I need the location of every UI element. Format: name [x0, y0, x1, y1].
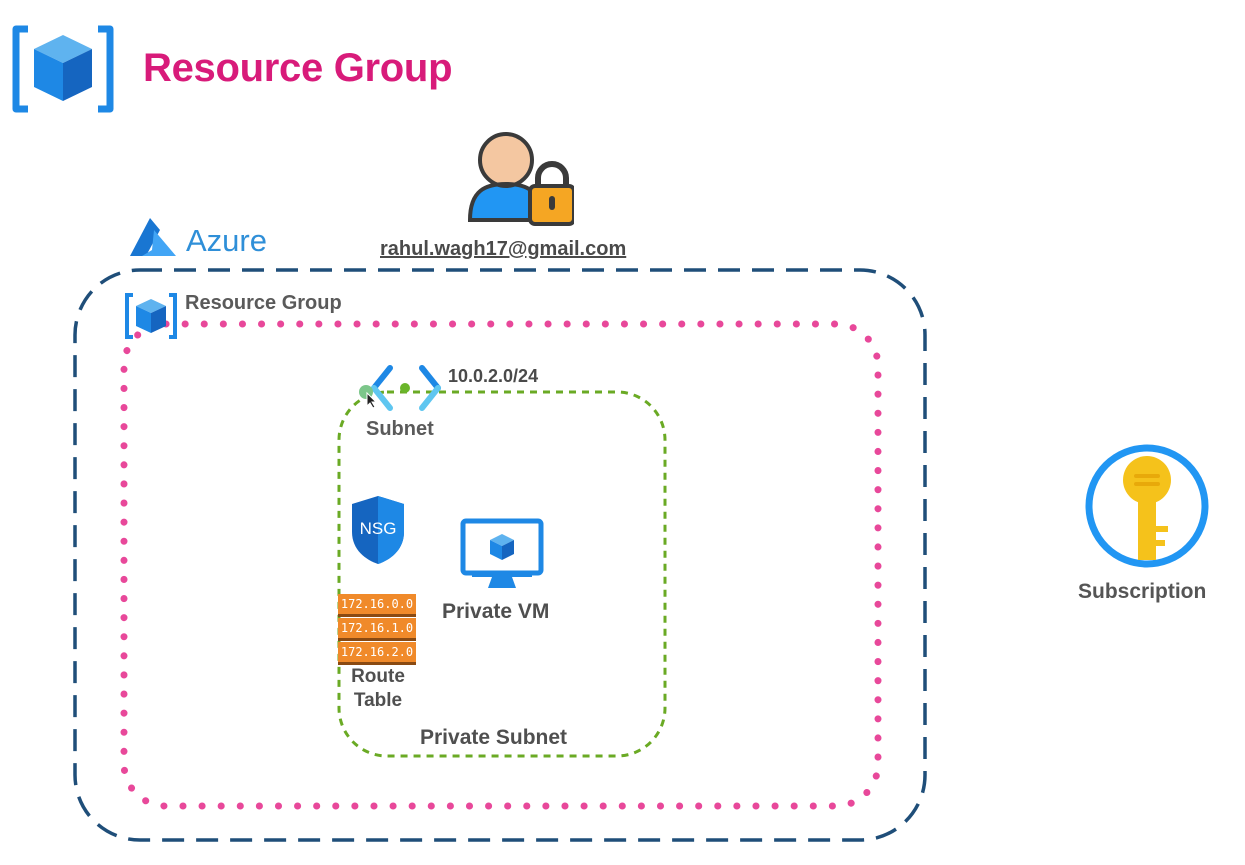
subnet-label: Subnet	[366, 418, 434, 440]
user-lock-icon	[467, 132, 574, 226]
subscription-key-icon	[1085, 444, 1209, 568]
private-vm-label: Private VM	[442, 600, 550, 623]
azure-boundary	[73, 268, 927, 842]
resource-group-small-cube-icon	[125, 293, 177, 339]
private-subnet-label: Private Subnet	[420, 726, 568, 749]
resource-group-boundary	[120, 320, 882, 810]
azure-logo-icon	[130, 218, 176, 256]
nsg-text: NSG	[360, 519, 397, 538]
route-entry: 172.16.1.0	[338, 618, 416, 641]
resource-group-label: Resource Group	[185, 292, 342, 314]
route-entry: 172.16.2.0	[338, 642, 416, 665]
page-title: Resource Group	[143, 46, 453, 90]
resource-group-cube-icon	[12, 25, 114, 113]
user-email: rahul.wagh17@gmail.com	[380, 238, 627, 260]
subnet-cidr: 10.0.2.0/24	[448, 366, 539, 386]
subnet-icon	[359, 365, 441, 411]
subscription-label: Subscription	[1078, 580, 1207, 603]
vm-monitor-icon	[460, 518, 544, 588]
route-table-label: Route Table	[351, 666, 405, 711]
nsg-shield-icon: NSG	[352, 496, 404, 564]
azure-label: Azure	[186, 223, 267, 258]
route-entry: 172.16.0.0	[338, 594, 416, 617]
